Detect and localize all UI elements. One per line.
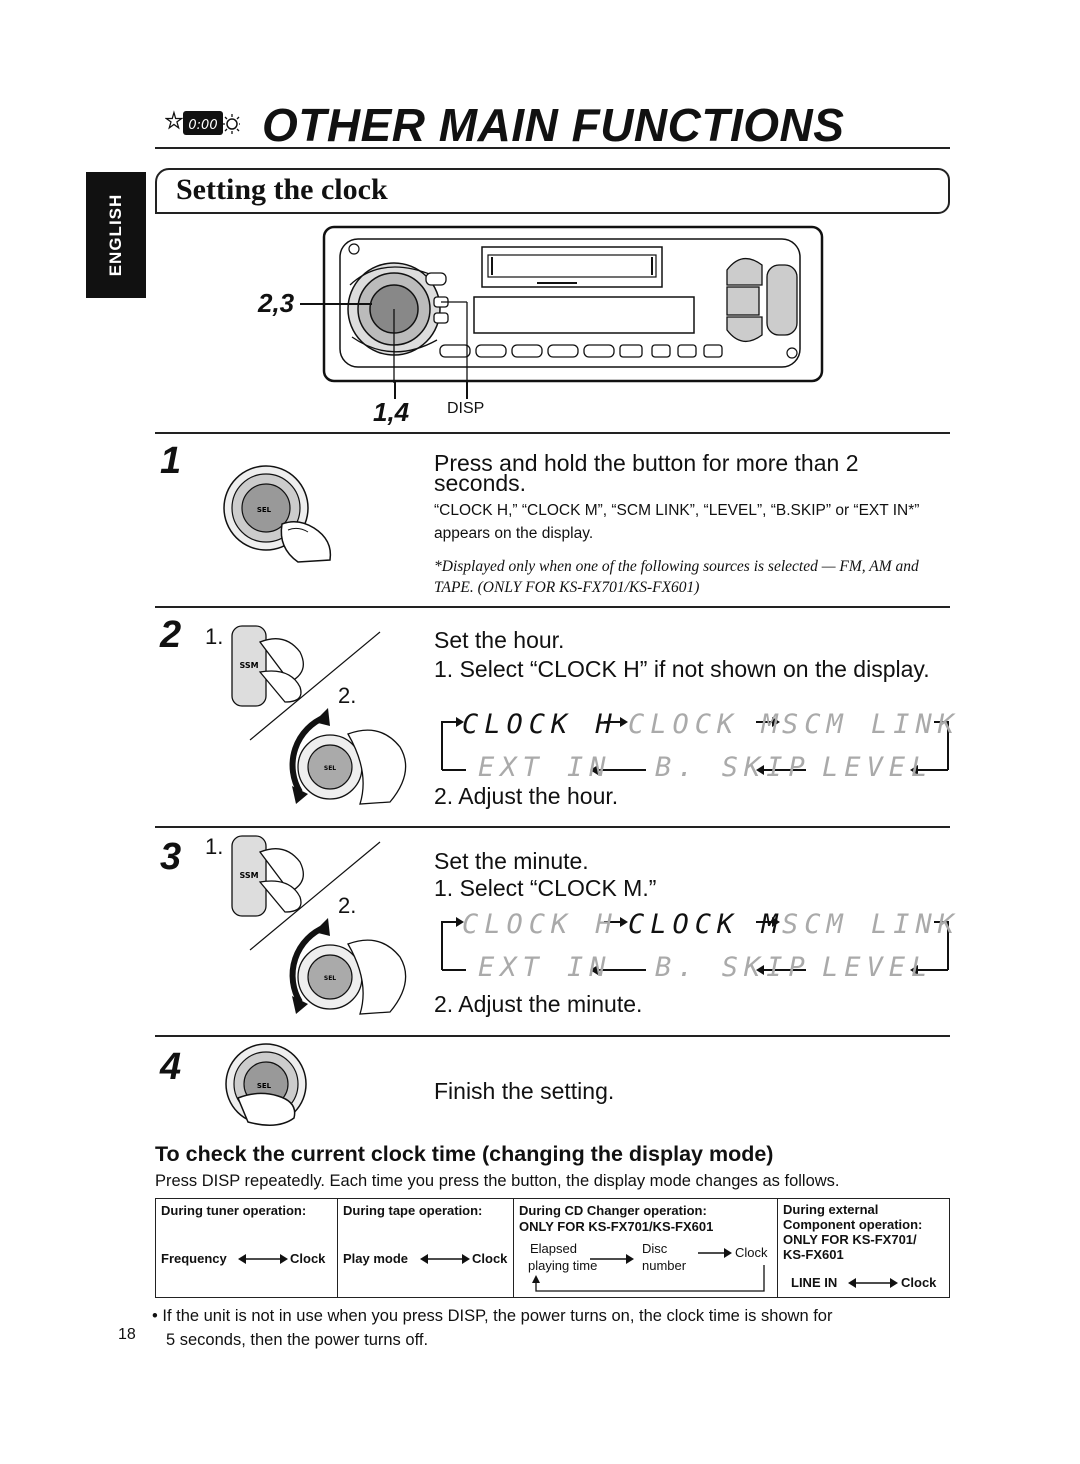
lcd-b-skip: B. SKIP bbox=[655, 952, 811, 983]
step3-item2: 2. Adjust the minute. bbox=[434, 991, 643, 1017]
step-number: 3 bbox=[160, 836, 182, 878]
display-mode-text: Press DISP repeatedly. Each time you pre… bbox=[155, 1172, 840, 1190]
lcd-ext-in: EXT IN bbox=[478, 952, 612, 983]
leader-line bbox=[394, 381, 396, 399]
mode-playing-time: playing time bbox=[528, 1258, 598, 1273]
mode-play-mode: Play mode bbox=[343, 1251, 409, 1266]
svg-text:SSM: SSM bbox=[239, 871, 258, 880]
lcd-ext-in: EXT IN bbox=[478, 752, 612, 783]
lcd-clock-m: CLOCK M bbox=[628, 709, 784, 740]
column-subheader: ONLY FOR KS-FX701/KS-FX601 bbox=[519, 1219, 714, 1234]
svg-text:SEL: SEL bbox=[257, 1082, 272, 1090]
ssm-and-knob-illustration: SSM SEL bbox=[231, 625, 407, 805]
table-column-cd-changer: During CD Changer operation: ONLY FOR KS… bbox=[514, 1199, 778, 1297]
divider bbox=[155, 1035, 950, 1037]
display-mode-table: During tuner operation: Frequency Clock … bbox=[155, 1198, 950, 1298]
power-note: • If the unit is not in use when you pre… bbox=[152, 1304, 952, 1352]
step2-item1: 1. Select “CLOCK H” if not shown on the … bbox=[434, 656, 930, 682]
table-column-tuner: During tuner operation: Frequency Clock bbox=[156, 1199, 338, 1297]
display-mode-heading: To check the current clock time (changin… bbox=[155, 1142, 774, 1166]
display-cycle-diagram bbox=[441, 917, 949, 975]
mode-disc: Disc bbox=[642, 1241, 668, 1256]
mode-clock: Clock bbox=[735, 1245, 768, 1260]
column-header: During CD Changer operation: bbox=[519, 1203, 707, 1218]
column-header: Component operation: bbox=[783, 1217, 923, 1232]
lcd-scm-link: SCM LINK bbox=[782, 909, 961, 940]
lcd-b-skip: B. SKIP bbox=[655, 752, 811, 783]
column-subheader: ONLY FOR KS-FX701/ bbox=[783, 1232, 917, 1247]
step2-item2: 2. Adjust the hour. bbox=[434, 783, 619, 809]
table-column-external: During external Component operation: ONL… bbox=[778, 1199, 949, 1297]
step4-instruction: Finish the setting. bbox=[434, 1078, 615, 1104]
disp-label: DISP bbox=[447, 400, 485, 417]
svg-text:SSM: SSM bbox=[239, 661, 258, 670]
double-arrow-icon bbox=[238, 1254, 288, 1264]
ssm-and-knob-illustration: SSM SEL bbox=[231, 835, 407, 1015]
car-stereo-unit-diagram bbox=[322, 225, 824, 383]
double-arrow-icon bbox=[420, 1254, 470, 1264]
return-arrow-icon bbox=[532, 1265, 765, 1292]
column-subheader: KS-FX601 bbox=[783, 1247, 844, 1262]
sel-knob-press-illustration: SEL bbox=[223, 465, 332, 563]
page-number: 18 bbox=[118, 1326, 136, 1343]
mode-number: number bbox=[642, 1258, 687, 1273]
title-rule bbox=[155, 147, 950, 149]
sel-knob-press-illustration: SEL bbox=[225, 1043, 307, 1126]
callout-line-top bbox=[300, 303, 372, 305]
power-note-line1: • If the unit is not in use when you pre… bbox=[152, 1307, 833, 1325]
mode-clock: Clock bbox=[290, 1251, 326, 1266]
language-tab: ENGLISH bbox=[86, 172, 146, 298]
mode-elapsed: Elapsed bbox=[530, 1241, 577, 1256]
substep-label: 2. bbox=[338, 683, 357, 708]
column-header: During external bbox=[783, 1202, 879, 1217]
substep-label: 1. bbox=[205, 834, 224, 859]
substep-label: 2. bbox=[338, 893, 357, 918]
double-arrow-icon bbox=[848, 1278, 898, 1288]
table-column-tape: During tape operation: Play mode Clock bbox=[338, 1199, 514, 1297]
divider bbox=[155, 606, 950, 608]
lcd-scm-link: SCM LINK bbox=[782, 709, 961, 740]
power-note-line2: 5 seconds, then the power turns off. bbox=[166, 1331, 429, 1349]
display-cycle-diagram bbox=[441, 717, 949, 775]
arrow-icon bbox=[698, 1248, 732, 1258]
divider bbox=[155, 826, 950, 828]
mode-clock: Clock bbox=[472, 1251, 508, 1266]
step1-footnote: *Displayed only when one of the followin… bbox=[434, 558, 919, 596]
lcd-level: LEVEL bbox=[822, 752, 934, 783]
mode-frequency: Frequency bbox=[161, 1251, 227, 1266]
section-title: Setting the clock bbox=[176, 173, 388, 206]
step-number: 2 bbox=[160, 614, 182, 656]
substep-label: 1. bbox=[205, 624, 224, 649]
svg-text:0:00: 0:00 bbox=[188, 118, 217, 133]
step3-item1: 1. Select “CLOCK M.” bbox=[434, 875, 657, 901]
step-number: 4 bbox=[160, 1046, 182, 1088]
clock-display-icon: 0:00 bbox=[165, 110, 240, 135]
arrow-icon bbox=[590, 1254, 634, 1264]
section-title-box bbox=[155, 168, 950, 214]
divider bbox=[155, 432, 950, 434]
svg-text:SEL: SEL bbox=[324, 765, 336, 772]
step2-instruction: Set the hour. bbox=[434, 627, 565, 653]
column-header: During tuner operation: bbox=[161, 1203, 307, 1218]
callout-2-3: 2,3 bbox=[258, 288, 295, 318]
step1-note: “CLOCK H,” “CLOCK M”, “SCM LINK”, “LEVEL… bbox=[434, 502, 920, 542]
leader-line bbox=[466, 381, 468, 399]
mode-line-in: LINE IN bbox=[791, 1275, 838, 1290]
svg-text:SEL: SEL bbox=[257, 506, 272, 514]
callout-1-4: 1,4 bbox=[373, 397, 410, 427]
step-number: 1 bbox=[160, 440, 182, 482]
lcd-clock-m: CLOCK M bbox=[628, 909, 784, 940]
lcd-level: LEVEL bbox=[822, 952, 934, 983]
lcd-clock-h: CLOCK H bbox=[462, 709, 618, 740]
mode-clock: Clock bbox=[901, 1275, 937, 1290]
step3-instruction: Set the minute. bbox=[434, 848, 589, 874]
column-header: During tape operation: bbox=[343, 1203, 483, 1218]
lcd-clock-h: CLOCK H bbox=[462, 909, 618, 940]
step1-instruction: Press and hold the button for more than … bbox=[434, 450, 859, 496]
page-title: OTHER MAIN FUNCTIONS bbox=[262, 99, 845, 151]
svg-text:SEL: SEL bbox=[324, 975, 336, 982]
